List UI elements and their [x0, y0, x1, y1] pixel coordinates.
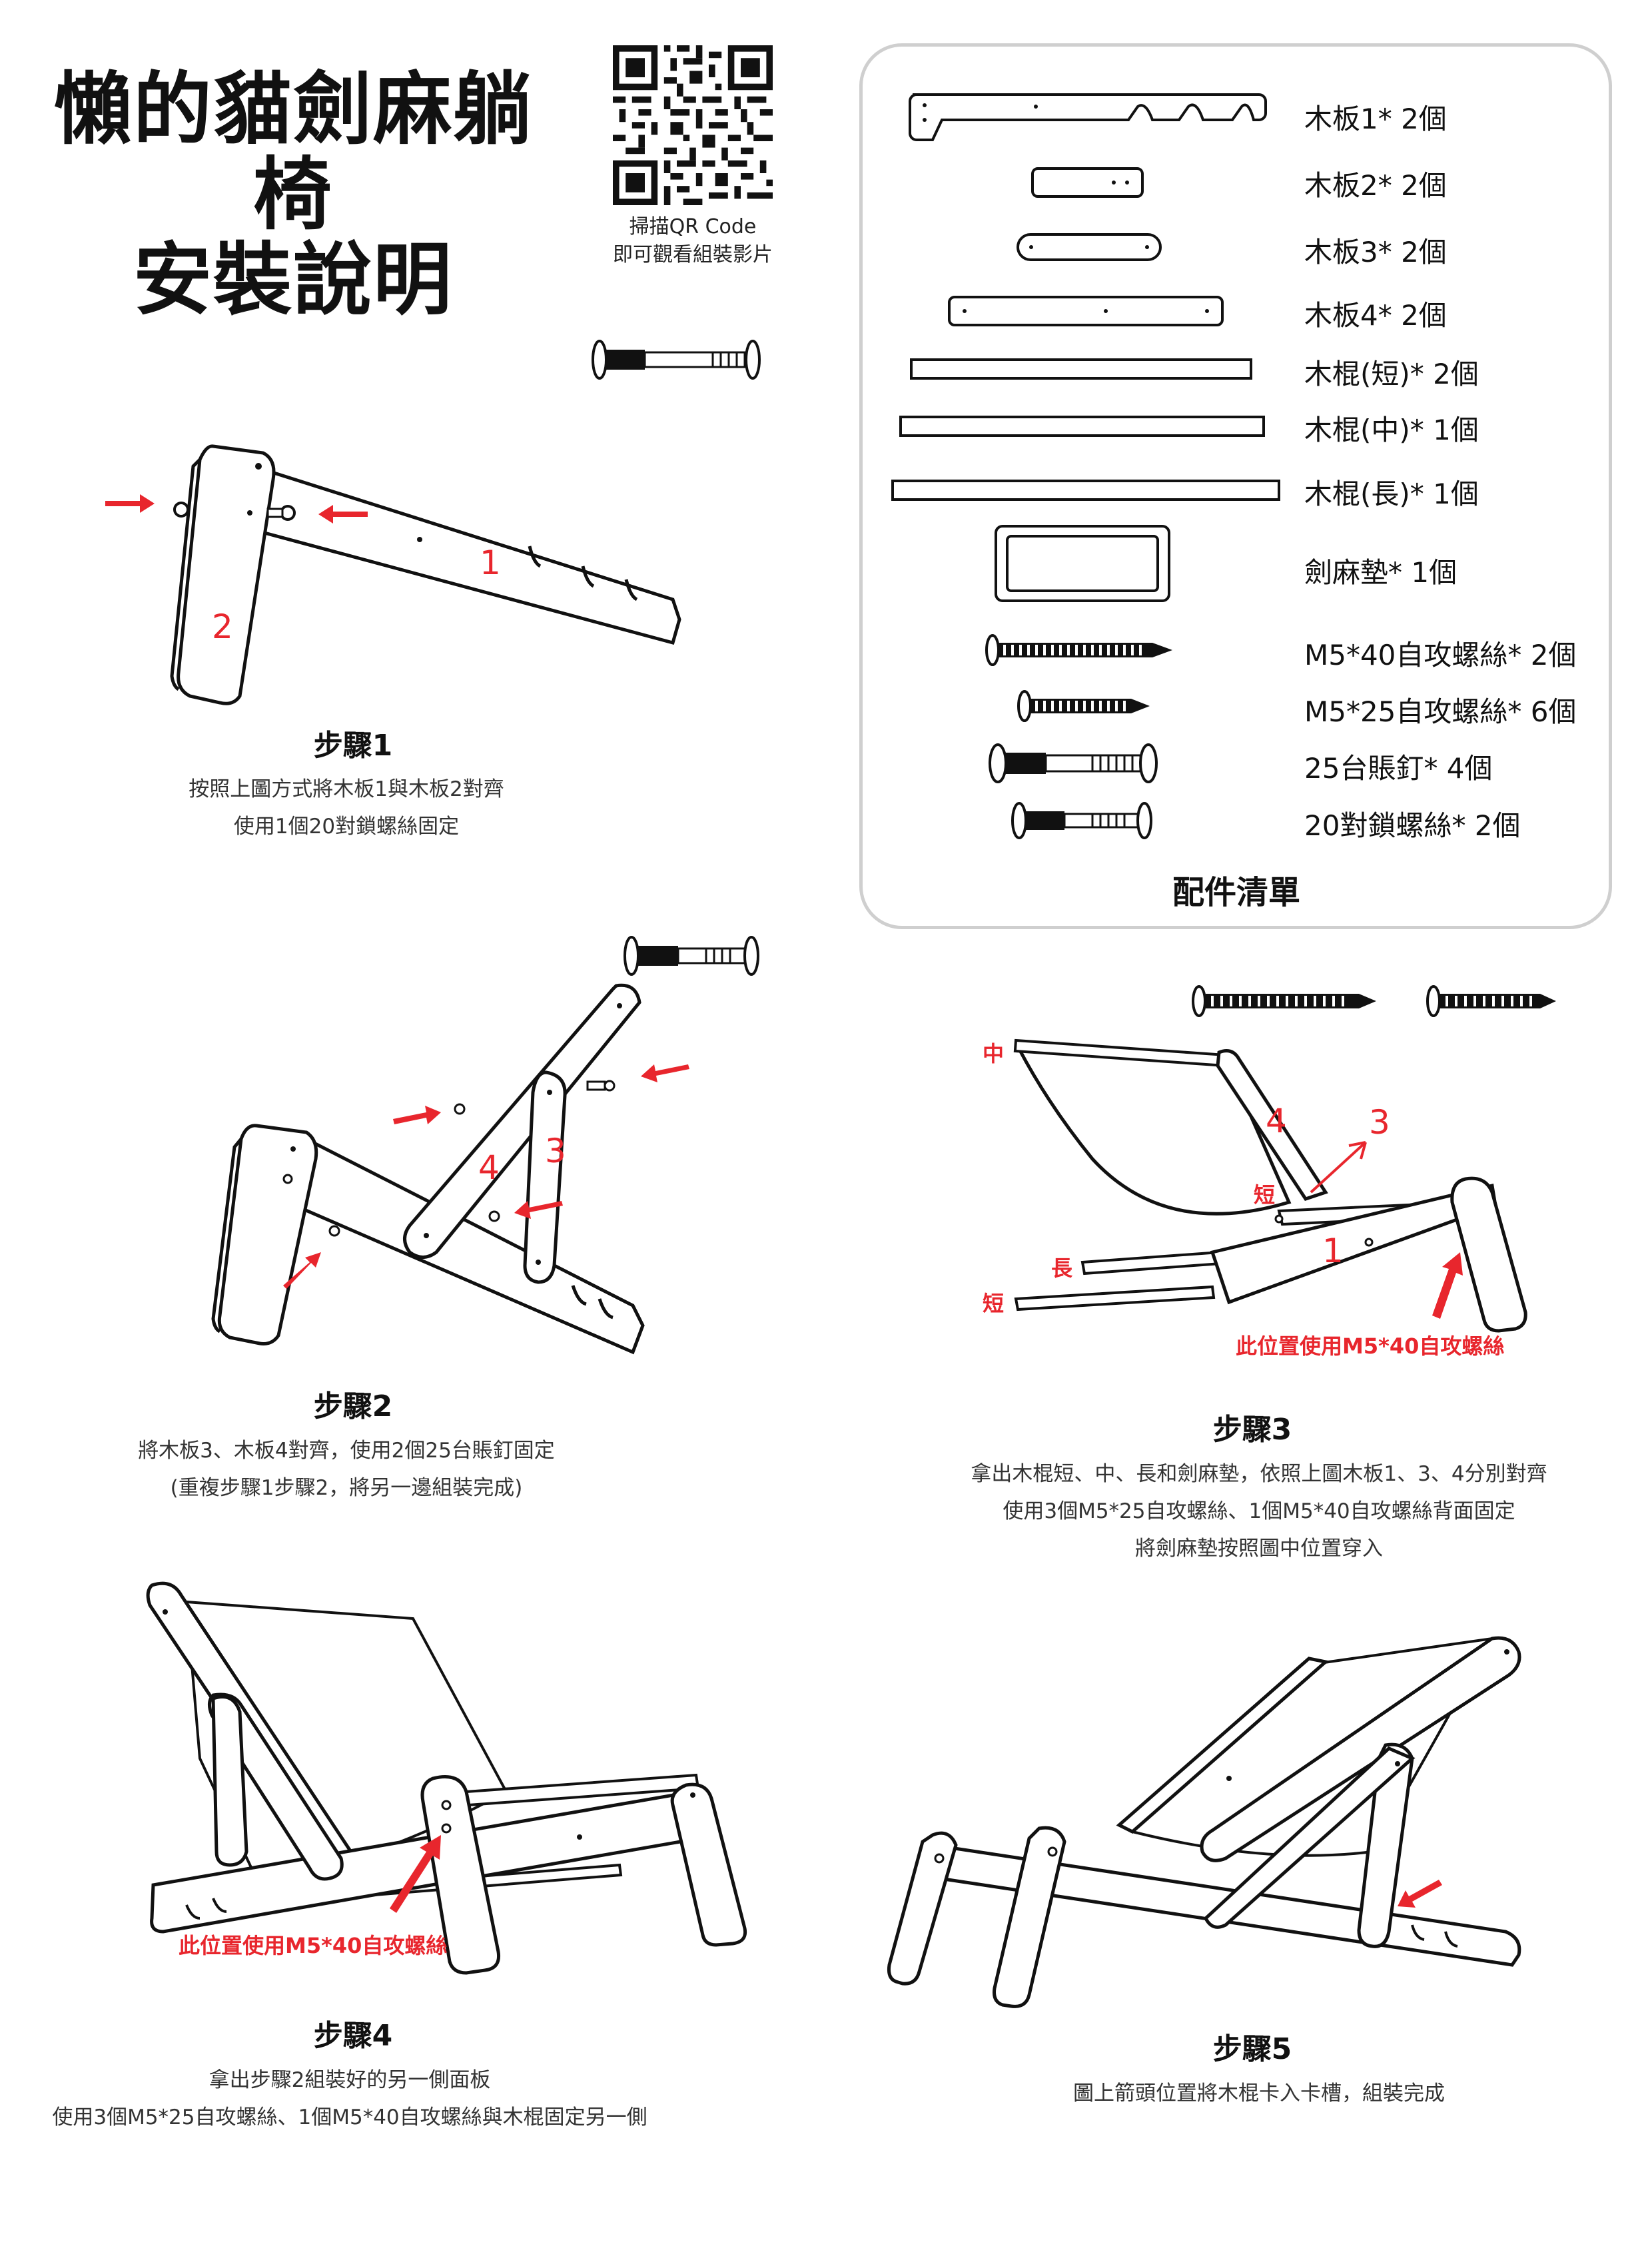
- part-label-barrel-nut: 25台賬釘* 4個: [1304, 752, 1493, 785]
- step-2-line-2: (重複步驟1步驟2，將另一邊組裝完成): [170, 1476, 523, 1500]
- step-3-desc: 拿出木棍短、中、長和劍麻墊，依照上圖木板1、3、4分別對齊 使用3個M5*25自…: [946, 1455, 1572, 1567]
- step-5-desc: 圖上箭頭位置將木棍卡入卡槽，組裝完成: [946, 2075, 1572, 2112]
- step-2-desc: 將木板3、木板4對齊，使用2個25台賬釘固定 (重複步驟1步驟2，將另一邊組裝完…: [93, 1432, 600, 1507]
- qr-caption-line-2: 即可觀看組裝影片: [613, 243, 773, 266]
- step-4-desc: 拿出步驟2組裝好的另一側面板 使用3個M5*25自攻螺絲、1個M5*40自攻螺絲…: [40, 2061, 659, 2136]
- page-title: 懶的貓劍麻躺椅 安裝說明: [27, 67, 560, 322]
- step-3-sisal-mat: [1017, 1040, 1292, 1216]
- step-3-callout-long: 長: [1051, 1256, 1073, 1281]
- step-3-callout-middle: 中: [983, 1041, 1004, 1066]
- qr-code[interactable]: [613, 45, 773, 205]
- sisal-mat-drawing: [995, 525, 1170, 602]
- step-1-bolt-drawing: [592, 340, 761, 380]
- step-2-illustration: 4 3: [211, 936, 759, 1355]
- step-3-callout-short-1: 短: [1254, 1182, 1275, 1208]
- step-4-note: 此位置使用M5*40自攻螺絲: [179, 1933, 447, 1958]
- part-label-board-4: 木板4* 2個: [1304, 299, 1447, 332]
- step-3-illustration: 中 4 3 短 1 長 短 此位置使用M5*40自攻螺絲: [983, 985, 1556, 1359]
- rod-long-drawing: [891, 480, 1280, 501]
- step-2-board-3: [523, 1070, 567, 1284]
- part-label-screw-m5x40: M5*40自攻螺絲* 2個: [1304, 639, 1577, 671]
- step-2-title: 步驟2: [313, 1389, 393, 1423]
- board-2-drawing: [1031, 167, 1144, 198]
- step-3-line-3: 將劍麻墊按照圖中位置穿入: [1135, 1537, 1383, 1561]
- step-5-front-leg: [887, 1831, 958, 1986]
- step-3-line-1: 拿出木棍短、中、長和劍麻墊，依照上圖木板1、3、4分別對齊: [971, 1462, 1547, 1486]
- part-label-board-1: 木板1* 2個: [1304, 103, 1447, 135]
- step-4-title: 步驟4: [313, 2019, 393, 2053]
- part-label-screw-m5x25: M5*25自攻螺絲* 6個: [1304, 695, 1577, 728]
- step-2-callout-3: 3: [545, 1132, 566, 1170]
- qr-caption: 掃描QR Code 即可觀看組裝影片: [586, 213, 799, 269]
- step-3-title: 步驟3: [1212, 1413, 1292, 1447]
- board-3-drawing: [1017, 233, 1162, 261]
- step-2-callout-4: 4: [478, 1148, 500, 1187]
- connector-bolt-20-drawing: [1011, 802, 1152, 839]
- part-label-sisal-mat: 劍麻墊* 1個: [1304, 556, 1457, 589]
- barrel-nut-25-drawing: [989, 743, 1158, 783]
- part-label-board-2: 木板2* 2個: [1304, 169, 1447, 202]
- step-4-illustration: 此位置使用M5*40自攻螺絲: [146, 1581, 747, 1975]
- step-3-callout-short-2: 短: [983, 1291, 1004, 1316]
- step-5-illustration: [887, 1636, 1521, 2008]
- step-3-callout-4: 4: [1266, 1102, 1287, 1140]
- rod-short-drawing: [910, 358, 1252, 380]
- title-line-1: 懶的貓劍麻躺椅: [53, 63, 533, 240]
- step-3-board-2: [1450, 1176, 1527, 1333]
- step-1-title: 步驟1: [313, 729, 393, 763]
- qr-caption-line-1: 掃描QR Code: [629, 215, 757, 238]
- step-2-barrel-nut-drawing: [623, 936, 759, 976]
- step-3-screw-m5x25-drawing: [1426, 985, 1556, 1017]
- rod-medium-drawing: [899, 416, 1265, 437]
- board-1-drawing: [909, 93, 1267, 141]
- part-label-rod-long: 木棍(長)* 1個: [1304, 478, 1479, 510]
- step-3-board-4: [1216, 1049, 1328, 1201]
- step-2-board-4: [403, 983, 641, 1259]
- step-2-line-1: 將木板3、木板4對齊，使用2個25台賬釘固定: [138, 1439, 555, 1463]
- step-3-callout-3: 3: [1369, 1103, 1390, 1142]
- step-5-back-board: [1200, 1636, 1521, 1862]
- step-1-desc: 按照上圖方式將木板1與木板2對齊 使用1個20對鎖螺絲固定: [133, 771, 560, 845]
- step-4-line-2: 使用3個M5*25自攻螺絲、1個M5*40自攻螺絲與木棍固定另一側: [52, 2105, 647, 2129]
- step-5-sisal-mat: [1130, 1637, 1495, 1857]
- board-4-drawing: [948, 296, 1224, 326]
- step-1-line-2: 使用1個20對鎖螺絲固定: [233, 815, 460, 839]
- part-label-connector-bolt: 20對鎖螺絲* 2個: [1304, 809, 1521, 842]
- screw-m5x25-drawing: [1017, 690, 1150, 722]
- title-line-2: 安裝說明: [133, 234, 453, 326]
- step-3-note: 此位置使用M5*40自攻螺絲: [1236, 1333, 1504, 1359]
- step-4-line-1: 拿出步驟2組裝好的另一側面板: [208, 2068, 491, 2092]
- step-3-callout-1: 1: [1322, 1232, 1344, 1270]
- step-1-callout-1: 1: [480, 544, 501, 582]
- parts-list-heading: 配件清單: [1172, 874, 1301, 911]
- parts-list-panel: [859, 43, 1612, 929]
- step-5-line-1: 圖上箭頭位置將木棍卡入卡槽，組裝完成: [1073, 2081, 1445, 2105]
- step-1-callout-2: 2: [212, 607, 233, 646]
- step-4-front-leg: [420, 1775, 501, 1975]
- step-1-line-1: 按照上圖方式將木板1與木板2對齊: [189, 777, 504, 801]
- part-label-rod-short: 木棍(短)* 2個: [1304, 358, 1479, 390]
- step-3-screw-m5x40-drawing: [1192, 985, 1376, 1017]
- step-1-illustration: 1 2: [105, 340, 761, 705]
- step-5-title: 步驟5: [1212, 2032, 1292, 2066]
- part-label-rod-medium: 木棍(中)* 1個: [1304, 414, 1479, 446]
- step-3-line-2: 使用3個M5*25自攻螺絲、1個M5*40自攻螺絲背面固定: [1003, 1499, 1515, 1523]
- screw-m5x40-drawing: [985, 634, 1172, 666]
- part-label-board-3: 木板3* 2個: [1304, 236, 1447, 268]
